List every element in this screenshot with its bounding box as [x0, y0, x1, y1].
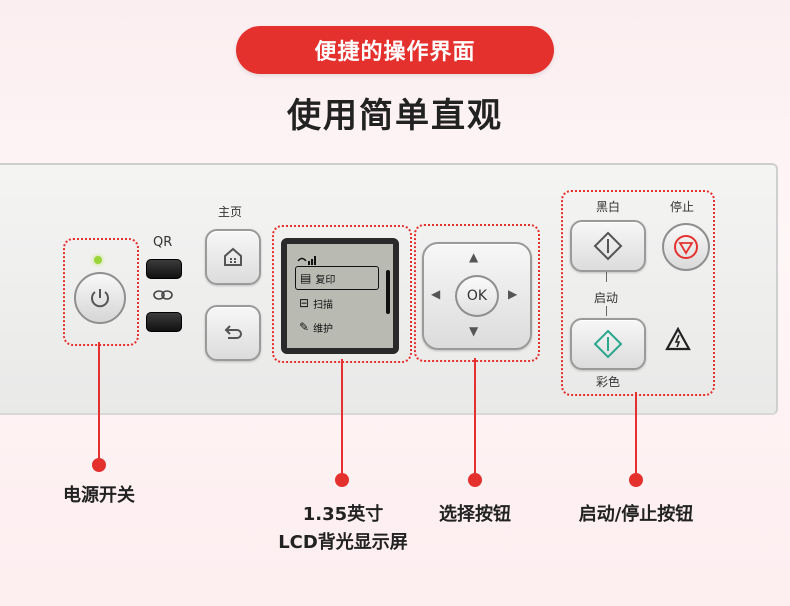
back-icon — [224, 325, 242, 339]
mono-label: 黑白 — [596, 200, 621, 214]
start-mono-icon — [593, 231, 623, 261]
divider-tick — [606, 272, 607, 282]
lcd-scrollbar — [386, 270, 390, 314]
ok-button[interactable]: OK — [455, 275, 499, 317]
callout-marker-startstop — [629, 473, 643, 487]
start-stop-highlight — [561, 190, 715, 396]
callout-marker-nav — [468, 473, 482, 487]
warning-icon — [665, 326, 691, 355]
callout-marker-power — [92, 458, 106, 472]
section-subtitle: 使用简单直观 — [287, 96, 503, 136]
wrench-icon: ✎ — [299, 320, 310, 334]
mono-start-button[interactable] — [570, 220, 646, 272]
home-icon — [224, 247, 242, 266]
stop-button[interactable] — [662, 223, 710, 271]
power-led — [94, 256, 102, 264]
qr-button[interactable] — [146, 259, 182, 279]
callout-line-lcd — [341, 359, 343, 477]
connection-button[interactable] — [146, 312, 182, 332]
back-button[interactable] — [205, 305, 261, 361]
lcd-menu-item: ⊟ 扫描 — [295, 292, 379, 314]
arrow-left-icon[interactable]: ◀ — [431, 287, 441, 301]
copy-icon: ▤ — [300, 271, 312, 285]
caption-nav: 选择按钮 — [439, 504, 511, 525]
caption-lcd-type: LCD背光显示屏 — [278, 532, 408, 553]
qr-label: QR — [153, 235, 173, 250]
arrow-down-icon[interactable]: ▼ — [469, 324, 479, 338]
lcd-menu-item: ▤ 复印 — [295, 266, 379, 290]
power-icon — [91, 289, 109, 308]
color-start-button[interactable] — [570, 318, 646, 370]
start-color-icon — [593, 329, 623, 359]
power-highlight — [63, 238, 139, 346]
color-label: 彩色 — [596, 375, 621, 389]
callout-marker-lcd — [335, 473, 349, 487]
stop-icon — [674, 235, 698, 259]
caption-power: 电源开关 — [63, 485, 135, 506]
arrow-right-icon[interactable]: ▶ — [508, 287, 518, 301]
lcd-item-label: 维护 — [313, 323, 334, 335]
callout-line-nav — [474, 358, 476, 476]
link-icon — [152, 287, 174, 306]
lcd-display: ▤ 复印 ⊟ 扫描 ✎ 维护 — [281, 238, 399, 354]
home-label: 主页 — [218, 205, 243, 219]
section-title-pill: 便捷的操作界面 — [236, 26, 554, 74]
callout-line-startstop — [635, 392, 637, 476]
home-button[interactable] — [205, 229, 261, 285]
signal-icon — [297, 250, 317, 269]
nav-highlight — [414, 224, 540, 362]
callout-line-power — [98, 342, 100, 462]
lcd-item-label: 复印 — [315, 274, 336, 286]
divider-tick — [606, 306, 607, 316]
caption-lcd-size: 1.35英寸 — [302, 504, 384, 525]
arrow-up-icon[interactable]: ▲ — [469, 250, 479, 264]
caption-startstop: 启动/停止按钮 — [578, 504, 694, 525]
scan-icon: ⊟ — [299, 296, 310, 310]
power-button[interactable] — [74, 272, 126, 324]
lcd-item-label: 扫描 — [313, 299, 334, 311]
stop-label: 停止 — [670, 200, 695, 214]
start-label: 启动 — [594, 291, 619, 305]
lcd-menu-item: ✎ 维护 — [295, 316, 379, 338]
